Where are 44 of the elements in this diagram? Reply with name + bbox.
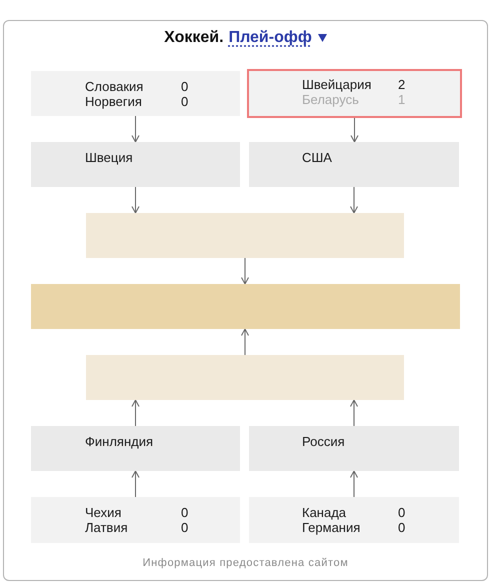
arrow [132, 470, 140, 498]
team-name: Финляндия [85, 434, 154, 449]
team-box [249, 142, 459, 187]
arrow [350, 470, 358, 498]
team-name: Латвия [85, 520, 129, 535]
team-name: Швеция [85, 150, 134, 165]
score: 0 [398, 520, 406, 535]
team-name: Словакия [85, 79, 144, 94]
team-box [31, 426, 240, 471]
heading: Хоккей. [164, 28, 224, 48]
team-name: Россия [302, 434, 346, 449]
score: 2 [398, 77, 406, 92]
team-name: США [302, 150, 333, 165]
arrow [132, 400, 140, 426]
final-box [31, 284, 460, 329]
arrow [241, 258, 249, 284]
team-name: Чехия [85, 505, 122, 520]
team-box [249, 426, 459, 471]
arrow [241, 328, 249, 356]
match-box [31, 497, 240, 543]
empty-box [86, 355, 404, 400]
score: 0 [181, 520, 188, 535]
arrow [132, 116, 140, 142]
match-box [249, 497, 459, 543]
arrow [132, 186, 140, 214]
arrow [350, 186, 358, 214]
score: 0 [181, 505, 188, 520]
highlighted-match-box [247, 69, 462, 118]
score: 0 [181, 94, 188, 109]
match-box [31, 71, 240, 116]
team-box [31, 142, 240, 187]
score: 0 [181, 79, 188, 94]
score: 0 [398, 505, 406, 520]
footer-note: Информация предоставлена сайтом [142, 556, 348, 570]
team-name: Беларусь [302, 92, 360, 107]
team-name: Канада [302, 505, 348, 520]
arrow [350, 118, 358, 142]
score: 1 [398, 92, 406, 107]
team-name: Швейцария [302, 77, 372, 92]
team-name: Германия [302, 520, 362, 535]
team-name: Норвегия [85, 94, 143, 109]
arrow [350, 400, 358, 426]
dropdown-link: Плей-офф [228, 28, 327, 48]
empty-box [86, 213, 404, 258]
